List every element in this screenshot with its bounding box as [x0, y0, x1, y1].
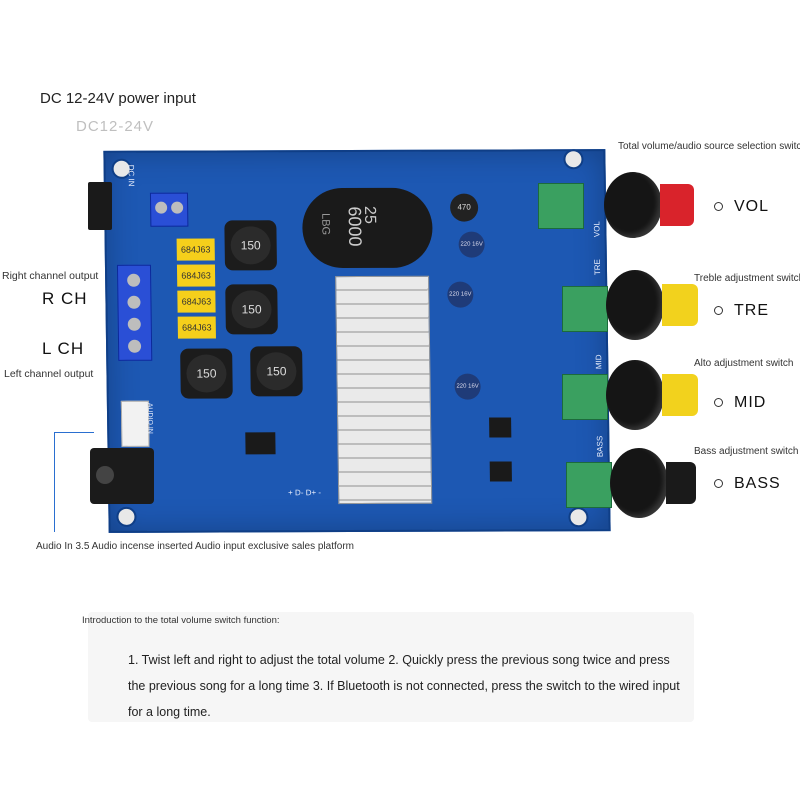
tre-caption: Treble adjustment switch: [694, 273, 800, 284]
film-capacitor: 684J63: [177, 316, 216, 339]
inductor: 150: [225, 284, 278, 335]
mount-hole: [563, 149, 584, 170]
dc-barrel-jack: [88, 182, 112, 230]
intro-body: 1. Twist left and right to adjust the to…: [128, 653, 680, 719]
inductor: 150: [224, 220, 278, 271]
amplifier-board: DC IN 684J63 684J63 684J63 684J63 150 15…: [103, 149, 611, 533]
mid-caption: Alto adjustment switch: [694, 358, 794, 369]
mount-hole: [116, 506, 137, 527]
ic-chip: [245, 432, 276, 455]
mid-pointer: [714, 398, 723, 407]
mid-potentiometer: [562, 374, 608, 420]
vol-pointer: [714, 202, 723, 211]
audio-jack: [90, 448, 154, 504]
film-capacitor: 684J63: [176, 264, 216, 287]
ic-chip: [489, 417, 512, 438]
bass-silk: BASS: [595, 435, 605, 458]
tre-silk: TRE: [592, 259, 603, 276]
mount-hole: [568, 507, 589, 528]
vol-potentiometer: [538, 183, 584, 229]
bulk-capacitor: 25 6000 LBG: [301, 187, 433, 269]
tre-pointer: [714, 306, 723, 315]
tre-potentiometer: [562, 286, 608, 332]
power-silk-label: DC12-24V: [76, 118, 155, 135]
film-capacitor: 684J63: [176, 238, 215, 261]
bass-pointer: [714, 479, 723, 488]
vol-knob-cap-color: [660, 184, 694, 226]
vol-knob[interactable]: [604, 172, 694, 238]
bass-knob[interactable]: [610, 448, 696, 518]
film-capacitor: 684J63: [177, 290, 216, 313]
left-output-caption: Left channel output: [4, 368, 94, 380]
right-output-caption: Right channel output: [2, 270, 99, 282]
dc-in-silk: DC IN: [126, 164, 136, 187]
intro-panel: [88, 612, 694, 722]
mid-label: MID: [734, 394, 767, 411]
intro-title: Introduction to the total volume switch …: [82, 615, 280, 626]
vol-caption: Total volume/audio source selection swit…: [618, 141, 800, 152]
power-input-label: DC 12-24V power input: [40, 90, 196, 107]
bass-caption: Bass adjustment switch: [694, 446, 799, 457]
audio-in-silk: AUDIO IN: [145, 402, 154, 434]
small-capacitor: 220 16V: [458, 231, 485, 258]
mid-knob[interactable]: [606, 360, 698, 430]
small-capacitor: 470: [449, 193, 479, 222]
heatsink: [335, 275, 433, 505]
audio-in-caption: Audio In 3.5 Audio incense inserted Audi…: [36, 541, 354, 552]
bass-label: BASS: [734, 475, 781, 492]
vol-label: VOL: [734, 198, 770, 215]
tre-label: TRE: [734, 302, 769, 319]
bt-pins-silk: + D- D+ -: [288, 488, 322, 498]
l-ch-label: L CH: [42, 339, 85, 358]
r-ch-label: R CH: [42, 289, 88, 308]
dc-terminal-block: [149, 192, 189, 227]
audio-in-leader: [54, 432, 55, 532]
inductor: 150: [180, 348, 233, 399]
vol-silk: VOL: [592, 221, 602, 238]
speaker-terminal-block: [116, 264, 153, 361]
ic-chip: [489, 461, 512, 482]
small-capacitor: 220 16V: [447, 281, 474, 308]
small-capacitor: 220 16V: [454, 373, 481, 400]
bass-potentiometer: [566, 462, 612, 508]
inductor: 150: [250, 346, 303, 397]
mid-silk: MID: [594, 354, 604, 370]
tre-knob[interactable]: [606, 270, 698, 340]
